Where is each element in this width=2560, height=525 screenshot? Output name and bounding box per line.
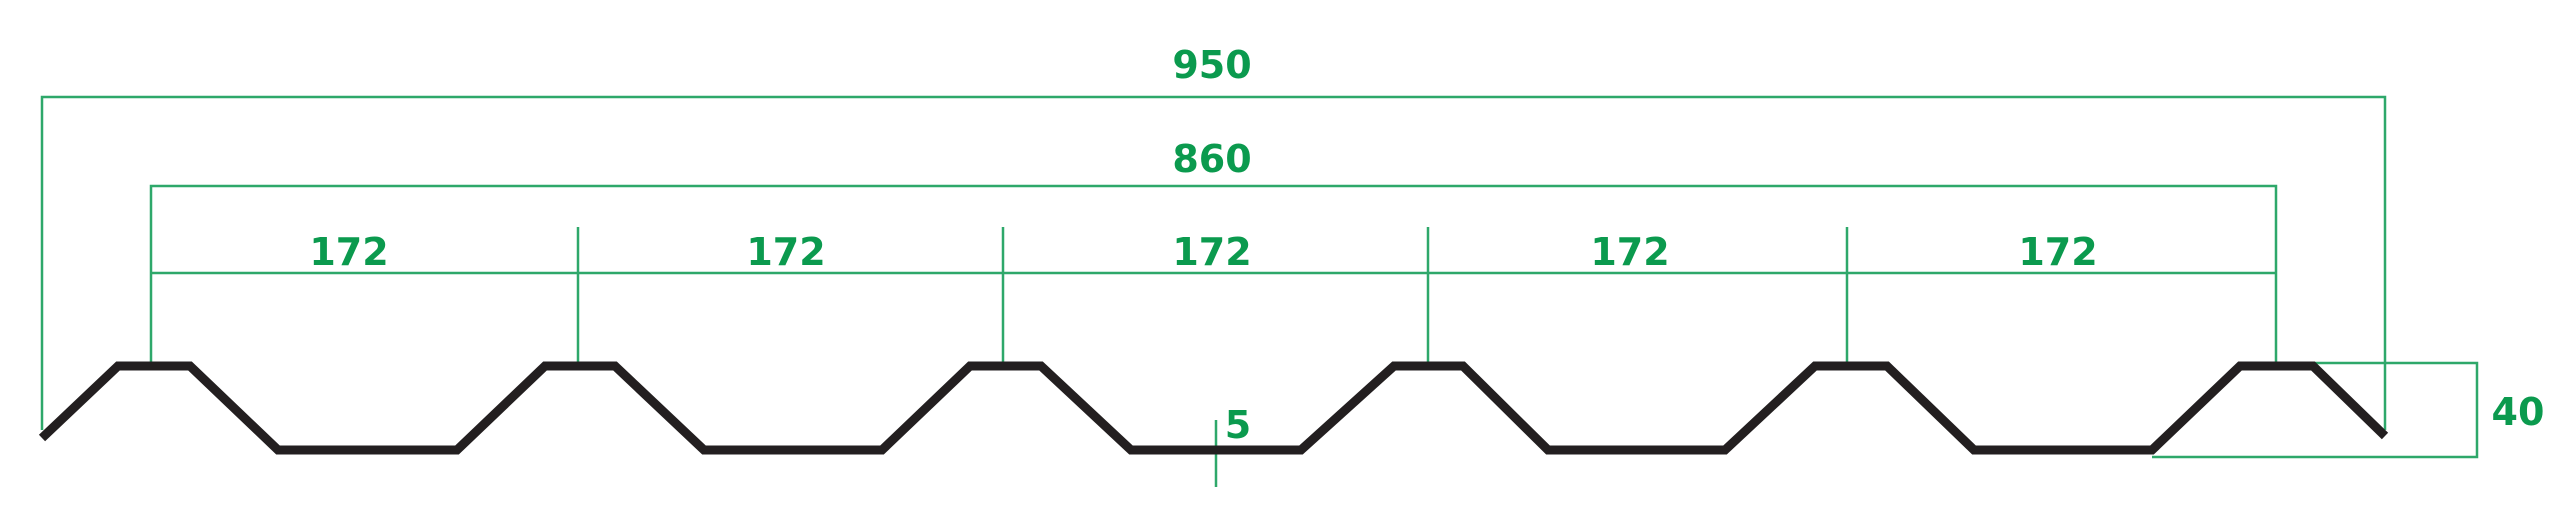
pitch-label: 172	[746, 230, 825, 274]
pitch-label: 172	[1590, 230, 1669, 274]
height-label: 40	[2492, 390, 2545, 434]
overall-width-dimension-line	[40, 95, 2387, 430]
pitch-label: 172	[1172, 230, 1251, 274]
effective-width-label: 860	[1172, 137, 1251, 181]
sheet-profile	[38, 361, 2389, 455]
height-dimension-line	[2152, 361, 2479, 459]
overall-width-label: 950	[1172, 43, 1251, 87]
thickness-label: 5	[1225, 403, 1251, 447]
pitch-label: 172	[2018, 230, 2097, 274]
pitch-label: 172	[309, 230, 388, 274]
